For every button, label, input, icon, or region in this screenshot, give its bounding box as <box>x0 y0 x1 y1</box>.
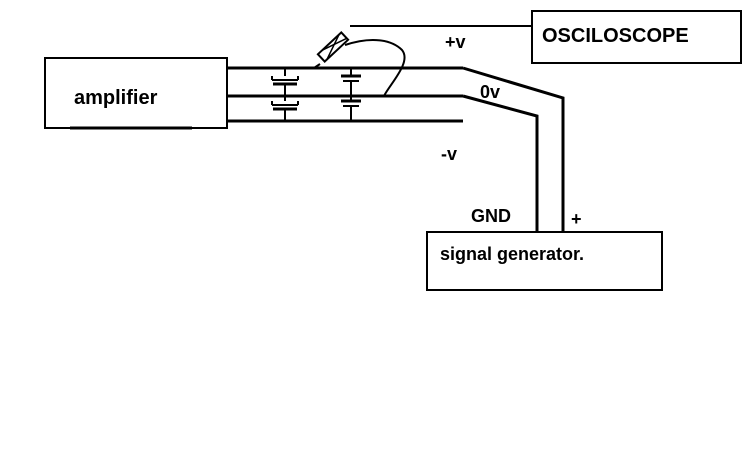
amplifier-label: amplifier <box>74 87 158 109</box>
amplifier-block: amplifier <box>44 57 228 130</box>
signal-generator-block: signal generator. <box>426 231 663 291</box>
signal-generator-box <box>426 231 663 291</box>
zero-rail-label: 0v <box>480 82 500 102</box>
oscilloscope-block: OSCILOSCOPE <box>531 10 742 64</box>
negative-rail-label: -v <box>441 144 457 164</box>
capacitor-group <box>271 68 361 121</box>
positive-rail-label: +v <box>445 32 466 52</box>
signal-generator-label: signal generator. <box>440 244 584 264</box>
capacitor-upper-left <box>271 68 299 96</box>
signal-generator-wiring <box>462 66 565 232</box>
probe-tip-contact <box>313 63 321 69</box>
oscilloscope-label: OSCILOSCOPE <box>542 25 689 47</box>
oscilloscope-box <box>531 10 742 64</box>
capacitor-lower-right <box>341 96 361 121</box>
capacitor-lower-left <box>271 96 299 121</box>
signal-plus-wire <box>462 66 565 232</box>
capacitor-upper-right <box>341 68 361 96</box>
probe-tip-icon <box>316 31 350 63</box>
amplifier-box <box>44 57 228 129</box>
probe-ground-clip <box>344 38 406 97</box>
signal-ground-wire <box>462 94 539 232</box>
supply-rails <box>227 66 463 123</box>
plus-terminal-label: + <box>571 209 582 229</box>
oscilloscope-probe <box>313 25 532 97</box>
gnd-terminal-label: GND <box>471 206 511 226</box>
